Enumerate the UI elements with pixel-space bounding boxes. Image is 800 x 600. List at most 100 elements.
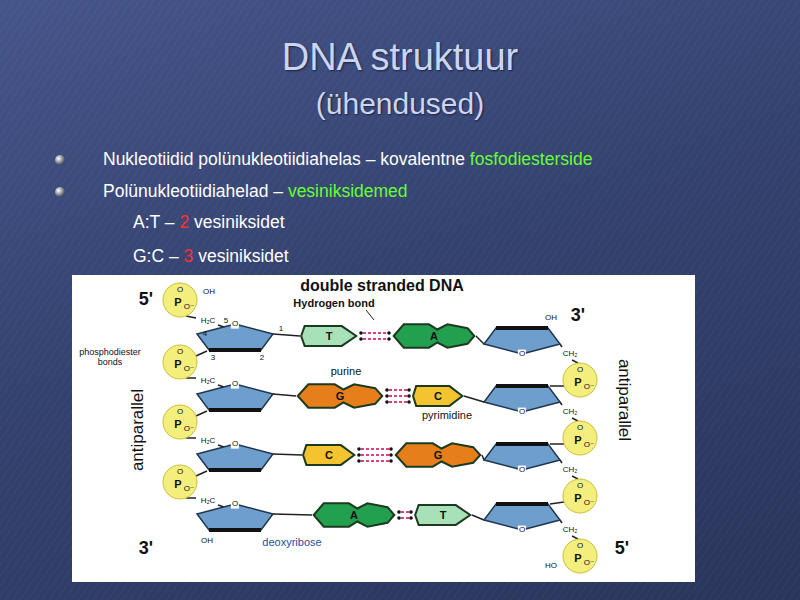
base-letter: T xyxy=(440,509,447,521)
bond-line xyxy=(361,448,389,450)
bond-dot xyxy=(407,394,411,398)
bond-line xyxy=(401,517,409,519)
bullet-text: A:T –2vesiniksidet xyxy=(133,212,285,233)
strand-end: 5' xyxy=(615,539,629,559)
bond-dot xyxy=(389,447,393,451)
ring-oxygen: O xyxy=(231,320,239,329)
bullet-text: Nukleotiidid polünukleotiidiahelas – kov… xyxy=(103,149,592,170)
base-node: C xyxy=(412,385,464,407)
bond-dot xyxy=(389,459,393,463)
bond-dot xyxy=(359,331,363,335)
atom-symbol: P xyxy=(574,552,581,564)
base-node: T xyxy=(300,325,358,347)
bond-dot xyxy=(407,400,411,404)
ring-oxygen: O xyxy=(518,350,526,359)
body-text: A:T – xyxy=(133,212,175,232)
bond-dot xyxy=(357,447,361,451)
base-letter: T xyxy=(326,330,333,342)
atom-symbol: O xyxy=(577,482,583,491)
body-text: Nukleotiidid polünukleotiidiahelas – kov… xyxy=(103,149,465,169)
direction-label: antiparallel xyxy=(129,389,148,471)
atom-symbol: O⁻ xyxy=(184,365,194,374)
atom-symbol: O xyxy=(177,286,183,295)
atom-symbol: P xyxy=(174,478,181,490)
base-node: A xyxy=(312,502,396,528)
chem-group: OH xyxy=(545,314,557,323)
atom-symbol: O⁻ xyxy=(584,441,594,450)
atom-symbol: P xyxy=(574,492,581,504)
atom-symbol: O xyxy=(577,542,583,551)
strand-end: 5' xyxy=(139,290,153,310)
figure-title: double stranded DNA xyxy=(300,277,464,295)
atom-symbol: O xyxy=(577,424,583,433)
bond-dot xyxy=(385,394,389,398)
base-node: T xyxy=(414,504,472,526)
chem-group: CH₂ xyxy=(563,526,578,535)
hydrogen-bond xyxy=(385,388,411,404)
bond-dot xyxy=(389,453,393,457)
hydrogen-bond xyxy=(397,510,413,520)
bond-dot xyxy=(397,510,401,514)
bond-dot xyxy=(359,337,363,341)
body-text: vesiniksidet xyxy=(194,212,284,232)
ring-oxygen: O xyxy=(231,500,239,509)
chem-group: OH xyxy=(203,288,215,297)
base-outline xyxy=(301,326,356,346)
bond-dot xyxy=(385,400,389,404)
direction-label: antiparallel xyxy=(615,359,634,441)
base-letter: A xyxy=(430,330,438,342)
highlight-text: vesiniksidemed xyxy=(288,181,408,201)
callout-label: purine xyxy=(331,365,362,377)
atom-symbol: P xyxy=(574,376,581,388)
ring-oxygen: O xyxy=(518,526,526,535)
slide-subtitle: (ühendused) xyxy=(316,87,484,120)
base-outline xyxy=(314,503,395,526)
base-node: A xyxy=(392,323,476,349)
bullet xyxy=(55,187,65,197)
callout-label: Hydrogen bond xyxy=(293,297,374,309)
body-text: Polünukleotiidiahelad – xyxy=(103,181,283,201)
bond-dot xyxy=(409,510,413,514)
base-outline xyxy=(298,384,382,407)
atom-symbol: O⁻ xyxy=(184,425,194,434)
bond-dot xyxy=(357,459,361,463)
atom-symbol: O⁻ xyxy=(184,485,194,494)
body-text: vesiniksidet xyxy=(198,246,288,266)
atom-symbol: P xyxy=(174,358,181,370)
ring-oxygen: O xyxy=(518,408,526,417)
chem-group: OH xyxy=(201,537,213,546)
atom-symbol: O⁻ xyxy=(584,499,594,508)
bond-dot xyxy=(385,388,389,392)
base-outline xyxy=(396,443,480,466)
strand-end: 3' xyxy=(571,306,585,326)
bond-line xyxy=(389,401,407,403)
highlight-text: 3 xyxy=(184,246,194,266)
base-outline xyxy=(415,505,470,525)
bond-dot xyxy=(387,331,391,335)
bond-line xyxy=(363,332,387,334)
bond-dot xyxy=(387,337,391,341)
atom-number: 3 xyxy=(211,354,215,363)
atom-number: 1 xyxy=(279,325,283,334)
bond-line xyxy=(363,338,387,340)
base-node: G xyxy=(394,442,482,468)
chem-group: H₂C xyxy=(201,317,216,326)
bond-line xyxy=(401,511,409,513)
base-outline xyxy=(413,386,462,406)
strand-end: 3' xyxy=(139,539,153,559)
base-outline xyxy=(303,445,354,465)
body-text: G:C – xyxy=(133,246,179,266)
ring-oxygen: O xyxy=(231,380,239,389)
bond-dot xyxy=(407,388,411,392)
hydrogen-bond xyxy=(357,447,393,463)
chem-group: H₂C xyxy=(201,497,216,506)
base-letter: C xyxy=(434,390,442,402)
bond-line xyxy=(361,460,389,462)
bullet-text: Polünukleotiidiahelad –vesiniksidemed xyxy=(103,181,408,202)
callout-label: pyrimidine xyxy=(422,409,472,421)
atom-symbol: O⁻ xyxy=(584,559,594,568)
base-letter: G xyxy=(434,449,443,461)
bond-dot xyxy=(409,516,413,520)
chem-group: CH₂ xyxy=(563,350,578,359)
